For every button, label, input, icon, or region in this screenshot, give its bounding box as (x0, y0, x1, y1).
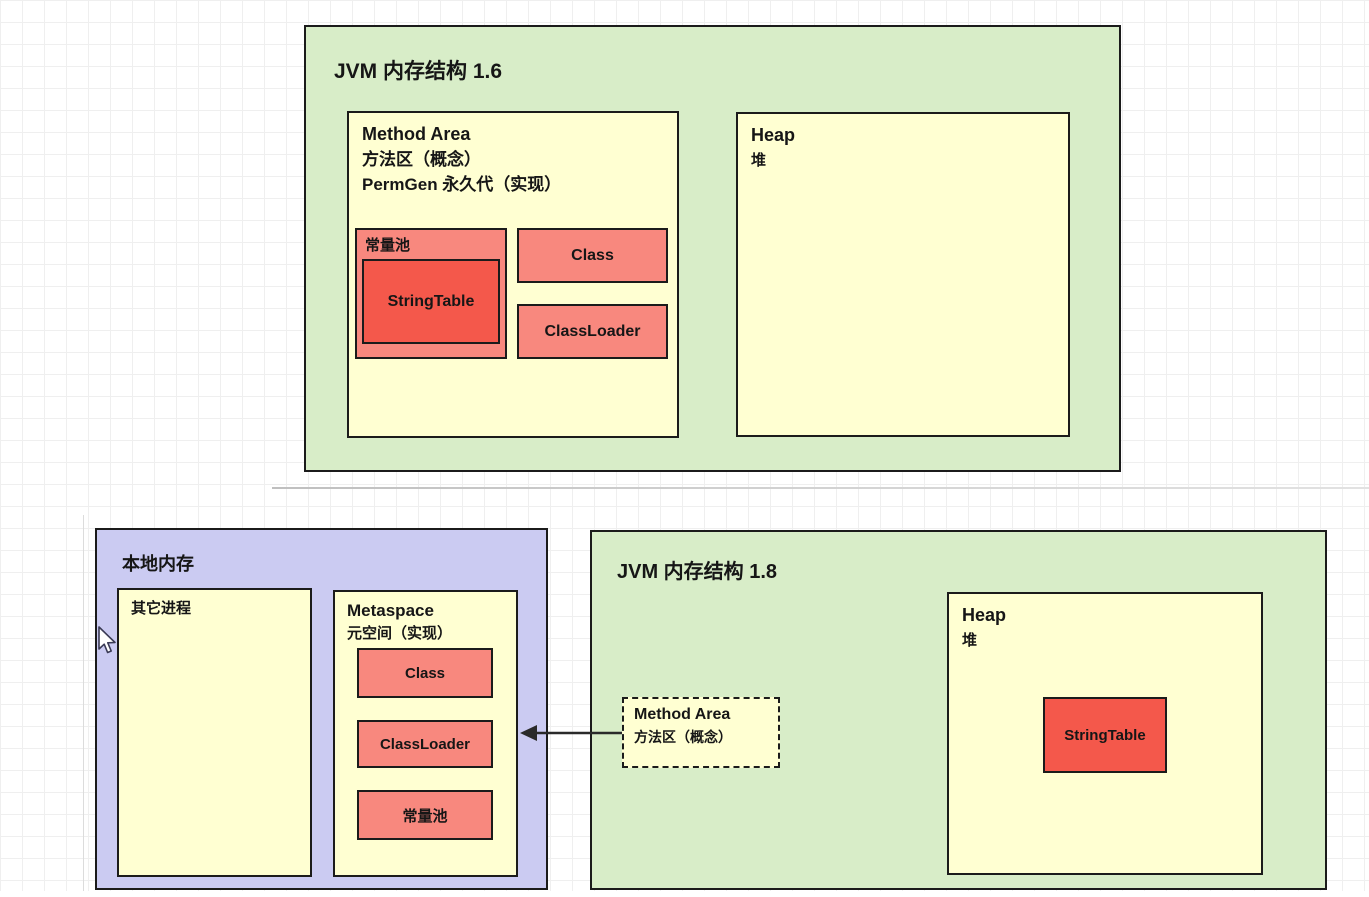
page-divider-line (272, 487, 1369, 489)
method-area-label: Method Area (634, 706, 731, 723)
jvm16-class-box[interactable]: Class (517, 228, 668, 283)
jvm16-method-area-box[interactable]: Method Area 方法区（概念） PermGen 永久代（实现） 常量池 … (347, 111, 679, 438)
arrow-left-icon[interactable] (512, 720, 632, 746)
constant-pool-label: 常量池 (365, 237, 411, 254)
jvm16-title: JVM 内存结构 1.6 (334, 60, 503, 83)
class-label: Class (404, 664, 446, 682)
method-area-cn-label: 方法区（概念） (362, 150, 481, 169)
stringtable-label: StringTable (1064, 726, 1146, 744)
method-area-label: Method Area (362, 124, 471, 144)
heap-label: Heap (962, 605, 1007, 625)
class-label: Class (571, 246, 614, 264)
metaspace-cn-label: 元空间（实现） (347, 625, 453, 642)
constant-pool-label: 常量池 (402, 807, 448, 825)
other-process-label: 其它进程 (131, 600, 192, 617)
native-memory-group-box[interactable]: 本地内存 其它进程 Metaspace 元空间（实现） Class ClassL… (95, 528, 548, 890)
jvm16-heap-box[interactable]: Heap 堆 (736, 112, 1070, 437)
metaspace-classloader-box[interactable]: ClassLoader (357, 720, 493, 768)
heap-cn-label: 堆 (751, 152, 767, 169)
metaspace-constant-pool-box[interactable]: 常量池 (357, 790, 493, 840)
jvm18-heap-box[interactable]: Heap 堆 StringTable (947, 592, 1263, 875)
native-memory-title: 本地内存 (122, 554, 194, 574)
classloader-label: ClassLoader (379, 735, 471, 753)
permgen-label: PermGen 永久代（实现） (362, 175, 562, 194)
classloader-label: ClassLoader (544, 322, 641, 340)
mouse-cursor-icon (98, 626, 116, 654)
metaspace-box[interactable]: Metaspace 元空间（实现） Class ClassLoader 常量池 (333, 590, 518, 877)
heap-cn-label: 堆 (962, 632, 978, 649)
page-edge-line (83, 515, 84, 891)
jvm16-stringtable-box[interactable]: StringTable (362, 259, 500, 344)
jvm18-group-box[interactable]: JVM 内存结构 1.8 Method Area 方法区（概念） Heap 堆 … (590, 530, 1327, 890)
method-area-cn-label: 方法区（概念） (634, 729, 732, 745)
jvm18-title: JVM 内存结构 1.8 (617, 561, 778, 583)
other-process-box[interactable]: 其它进程 (117, 588, 312, 877)
jvm16-group-box[interactable]: JVM 内存结构 1.6 Method Area 方法区（概念） PermGen… (304, 25, 1121, 472)
metaspace-label: Metaspace (347, 601, 434, 620)
heap-label: Heap (751, 125, 796, 145)
stringtable-label: StringTable (387, 292, 475, 310)
jvm18-method-area-dashed-box[interactable]: Method Area 方法区（概念） (622, 697, 780, 768)
metaspace-class-box[interactable]: Class (357, 648, 493, 698)
jvm16-classloader-box[interactable]: ClassLoader (517, 304, 668, 359)
bottom-margin (0, 891, 1369, 897)
jvm18-stringtable-box[interactable]: StringTable (1043, 697, 1167, 773)
jvm16-constant-pool-box[interactable]: 常量池 StringTable (355, 228, 507, 359)
